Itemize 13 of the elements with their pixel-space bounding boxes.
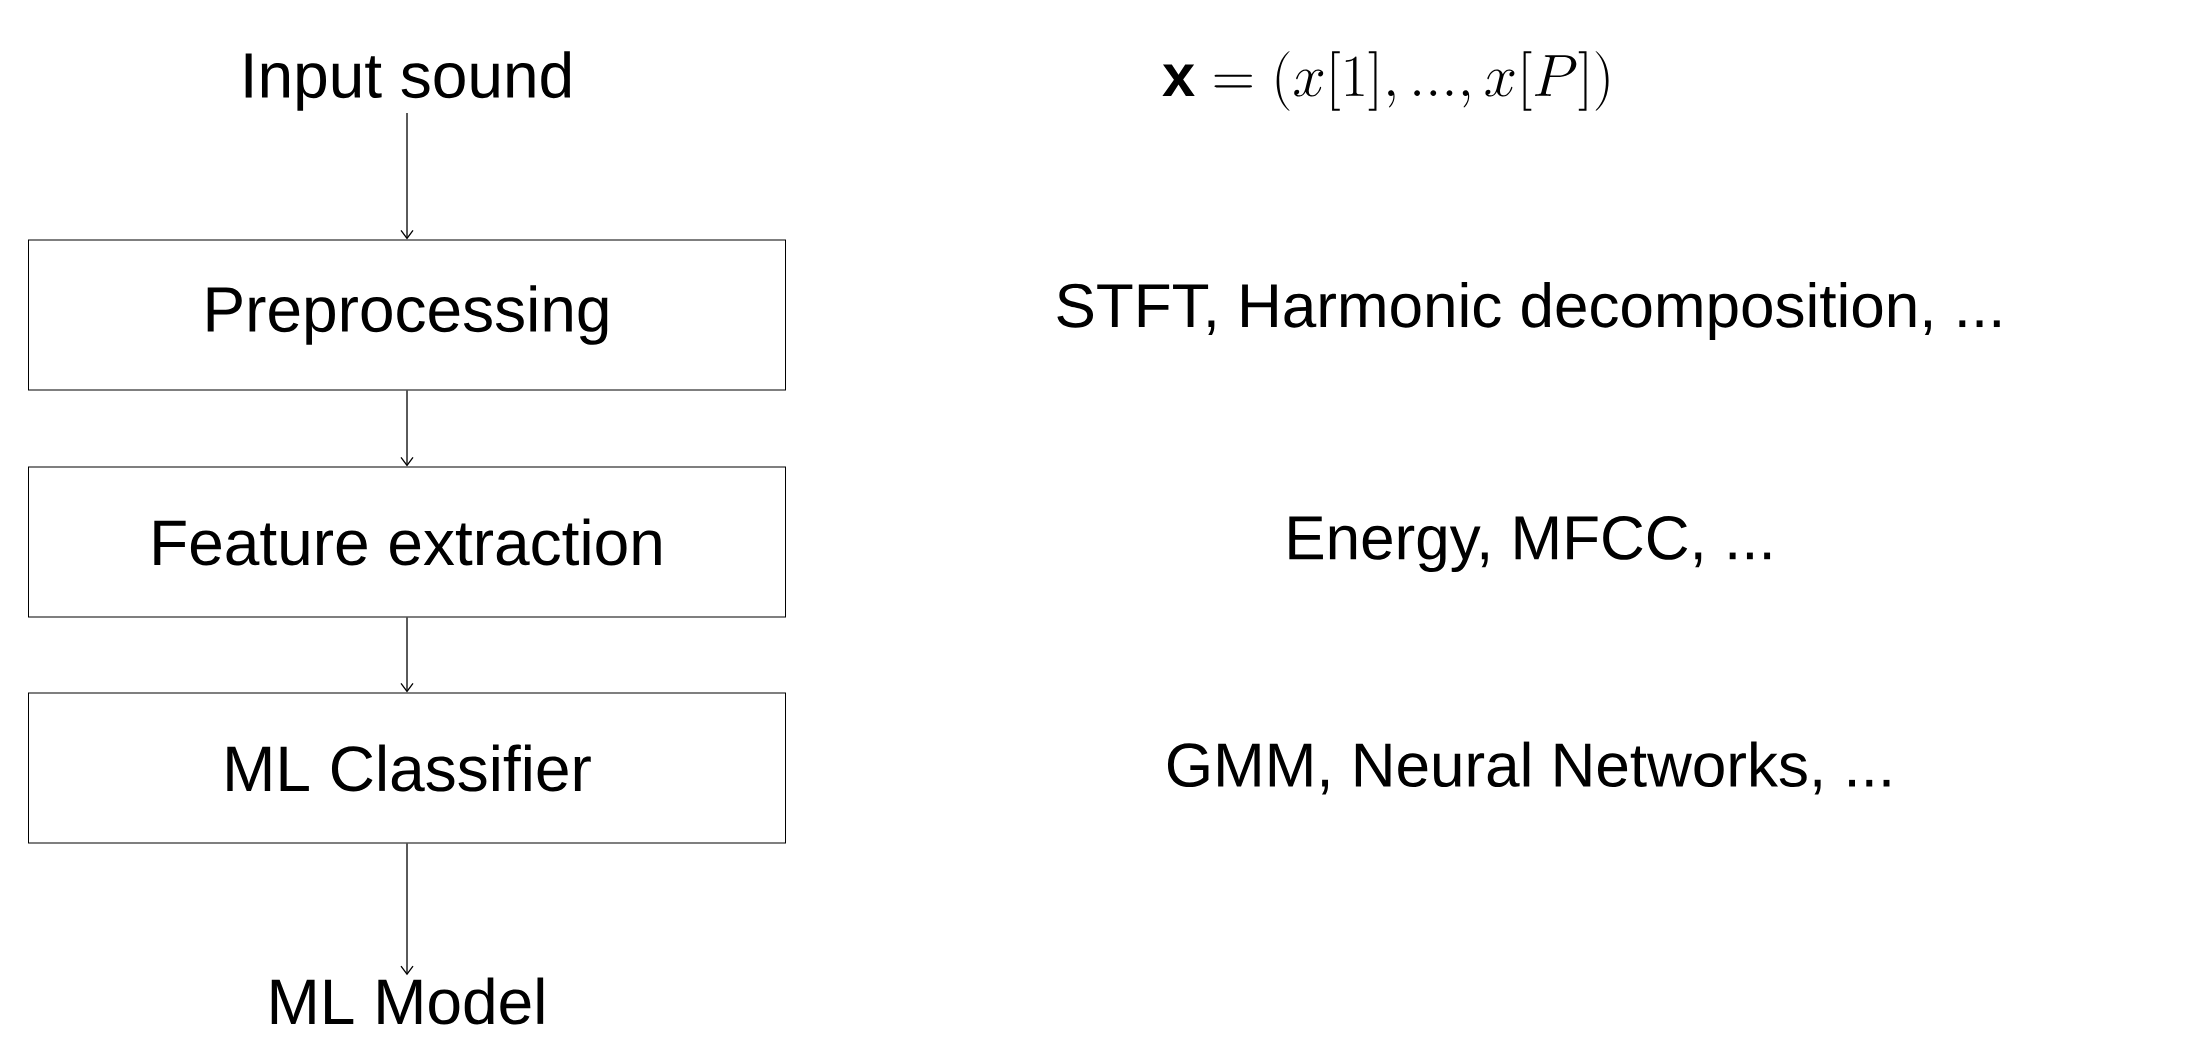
text-label: Input sound (245, 51, 571, 111)
text-label: Energy, MFCC, ... (1289, 515, 1771, 573)
arrow (400, 112, 414, 240)
process-box: ML Classifier (28, 692, 786, 844)
process-box: Preprocessing (28, 239, 786, 391)
arrow (400, 842, 414, 976)
text-label: ML Model (271, 977, 544, 1025)
arrow (400, 389, 414, 467)
arrow (400, 616, 414, 693)
text-label: GMM, Neural Networks, ... (1167, 741, 1890, 795)
text-label: STFT, Harmonic decomposition, ... (1057, 282, 2000, 340)
formula: $\mathbf{x} = (x[1], ..., x[P])$ (1162, 51, 1609, 111)
process-box: Feature extraction (28, 466, 786, 618)
